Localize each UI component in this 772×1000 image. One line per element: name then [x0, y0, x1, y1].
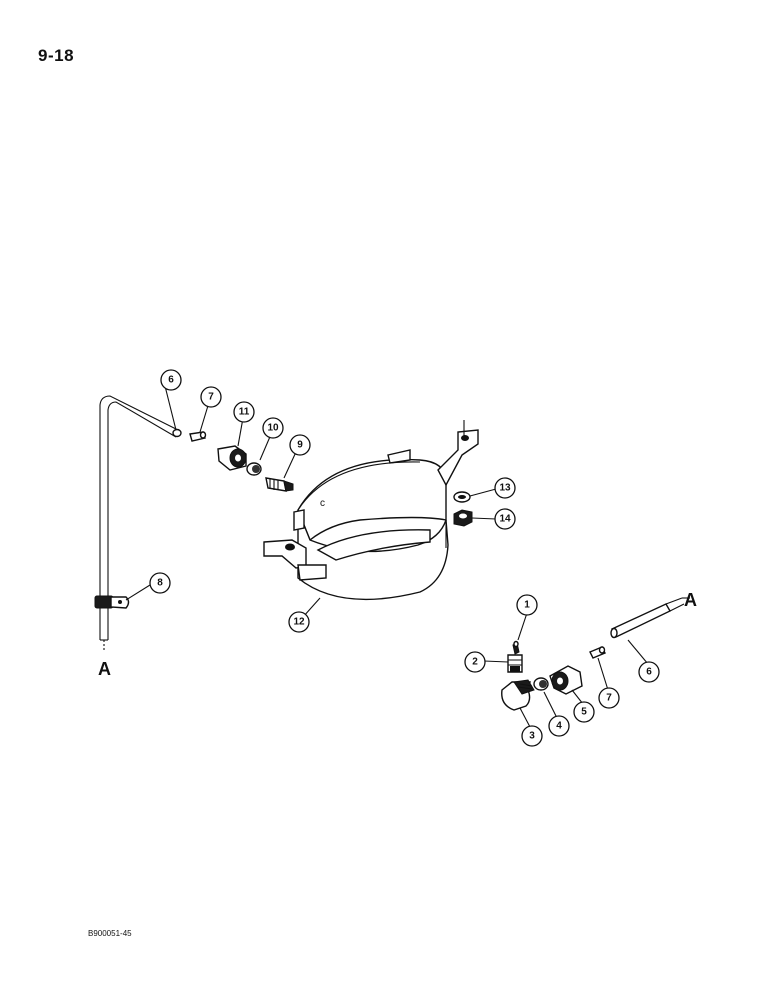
mounting-bracket: c: [263, 420, 479, 601]
tube-nut-lower: [549, 665, 583, 695]
callout-6-lower: 6: [638, 661, 660, 683]
svg-text:2: 2: [472, 657, 478, 668]
callout-10: 10: [262, 417, 284, 439]
callout-2: 2: [464, 651, 486, 673]
callout-6-upper: 6: [160, 369, 182, 391]
svg-text:8: 8: [157, 578, 163, 589]
callout-8: 8: [149, 572, 171, 594]
svg-text:3: 3: [529, 731, 535, 742]
svg-text:5: 5: [581, 707, 587, 718]
svg-text:c: c: [320, 498, 325, 509]
svg-text:9: 9: [297, 440, 303, 451]
callout-3: 3: [521, 725, 543, 747]
svg-text:12: 12: [293, 617, 305, 628]
reference-letter-right: A: [684, 590, 697, 610]
svg-text:13: 13: [499, 483, 511, 494]
svg-text:1: 1: [524, 600, 530, 611]
svg-text:7: 7: [208, 392, 214, 403]
adapter: [507, 654, 523, 673]
callout-7-upper: 7: [200, 386, 222, 408]
svg-text:11: 11: [239, 407, 250, 418]
sleeve-upper: [189, 431, 207, 442]
callout-7-lower: 7: [598, 687, 620, 709]
figure-code: B900051-45: [88, 929, 132, 938]
compression-sleeve-lower: [533, 677, 549, 691]
tube-clip: [94, 595, 130, 609]
svg-text:14: 14: [499, 514, 511, 525]
grease-fitting: [512, 640, 520, 655]
callout-12: 12: [288, 611, 310, 633]
page-number: 9-18: [38, 46, 75, 65]
svg-text:4: 4: [556, 721, 562, 732]
tube-right: [610, 597, 685, 639]
reference-letter-left: A: [98, 659, 111, 679]
callout-9: 9: [289, 434, 311, 456]
callout-1: 1: [516, 594, 538, 616]
washer: [453, 491, 471, 503]
tube-left: [99, 395, 182, 641]
svg-text:6: 6: [168, 375, 174, 386]
svg-text:10: 10: [267, 423, 279, 434]
callout-14: 14: [494, 508, 516, 530]
fitting-upper: [265, 477, 294, 492]
callout-11: 11: [233, 401, 255, 423]
elbow: [501, 679, 535, 711]
tube-nut-upper: [217, 445, 247, 471]
callout-4: 4: [548, 715, 570, 737]
callout-5: 5: [573, 701, 595, 723]
lock-nut: [453, 509, 473, 527]
callout-13: 13: [494, 477, 516, 499]
compression-sleeve-upper: [246, 462, 262, 476]
svg-text:6: 6: [646, 667, 652, 678]
sleeve-lower: [589, 646, 606, 659]
svg-text:7: 7: [606, 693, 612, 704]
